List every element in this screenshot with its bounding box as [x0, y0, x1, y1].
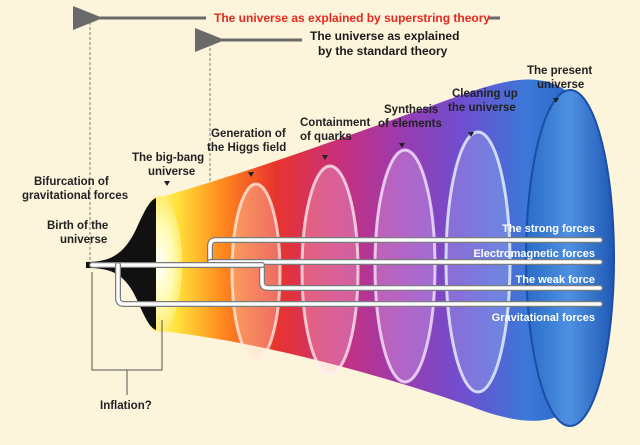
synthesis-marker — [399, 143, 405, 148]
present-marker — [553, 98, 559, 103]
synthesis-label-line1: Synthesis — [384, 104, 438, 116]
higgs-marker — [248, 172, 254, 177]
present-universe-ellipse — [525, 89, 615, 427]
synthesis-label-line2: of elements — [378, 118, 442, 130]
standard-header-line1: The universe as explained — [310, 29, 459, 43]
birth-label-line2: universe — [60, 234, 107, 246]
stage-markers — [164, 98, 559, 186]
higgs-label-line1: Generation of — [211, 128, 286, 140]
birth-label-line1: Birth of the — [47, 220, 108, 232]
electromagnetic-force-label: Electromagnetic forces — [473, 248, 595, 260]
quarks-marker — [322, 155, 328, 160]
standard-header-line2: by the standard theory — [318, 44, 448, 58]
bifurcation-label-line1: Bifurcation of — [34, 176, 109, 188]
superstring-header: The universe as explained by superstring… — [214, 11, 490, 25]
bigbang-label-line2: universe — [148, 166, 195, 178]
force-lines — [89, 237, 603, 307]
cleaning-marker — [468, 132, 474, 137]
higgs-label-line2: the Higgs field — [207, 142, 286, 154]
higgs-field-ellipse — [230, 182, 282, 362]
strong-force-label: The strong forces — [502, 223, 595, 235]
quarks-ellipse — [300, 164, 360, 376]
gravitational-force-label: Gravitational forces — [492, 312, 595, 324]
weak-force-label: The weak force — [516, 274, 595, 286]
cleaning-label-line1: Cleaning up — [452, 88, 518, 100]
inflation-label: Inflation? — [100, 400, 152, 412]
bifurcation-label-line2: gravitational forces — [22, 190, 128, 202]
bigbang-marker — [164, 181, 170, 186]
quarks-label-line2: of quarks — [300, 131, 352, 143]
quarks-label-line1: Containment — [300, 117, 370, 129]
present-label-line2: universe — [537, 79, 584, 91]
cleaning-label-line2: the universe — [448, 102, 516, 114]
present-label-line1: The present — [527, 65, 592, 77]
bigbang-label-line1: The big-bang — [132, 152, 204, 164]
elements-ellipse — [373, 148, 437, 384]
